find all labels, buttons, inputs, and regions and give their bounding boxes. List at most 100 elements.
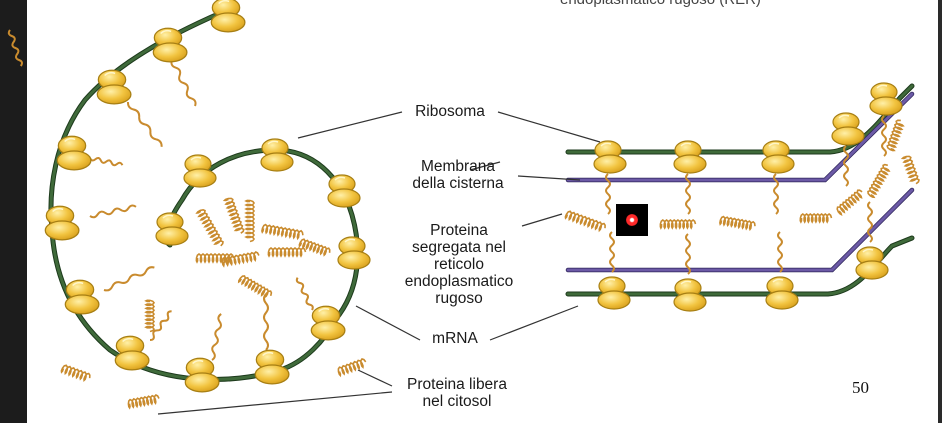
free-protein-tail-6 bbox=[149, 310, 172, 341]
ribosome-spiral-1-small-subunit bbox=[152, 42, 188, 63]
label-segregata-line-4: endoplasmatico bbox=[404, 273, 514, 290]
ribosome-spiral-8-highlight bbox=[262, 351, 274, 357]
lumen-protein-coil-1 bbox=[659, 218, 697, 230]
ribosome-spiral-5-highlight bbox=[72, 281, 84, 287]
label-segregata-line-3: reticolo bbox=[434, 256, 484, 273]
free-protein-tail-9 bbox=[295, 277, 314, 311]
mrna-large-spiral-outline bbox=[48, 5, 338, 382]
lumen-protein-coil-2 bbox=[719, 215, 756, 232]
ribosome-spiral-2-highlight bbox=[104, 71, 116, 77]
ribosome-spiral-6-small-subunit bbox=[114, 350, 150, 371]
ribosome-spiral-1-highlight bbox=[160, 29, 172, 35]
ribosome-inner-1-highlight bbox=[334, 176, 346, 181]
lumen-protein-coil-6 bbox=[886, 119, 905, 152]
free-protein-tail-7 bbox=[211, 313, 222, 361]
free-protein-tail-8 bbox=[263, 293, 269, 351]
ribosome-inner-4-highlight bbox=[162, 214, 174, 219]
label-ribosoma-text: Ribosoma bbox=[415, 103, 485, 120]
ribosome-er-lower-0-small-subunit bbox=[597, 290, 631, 310]
ribosome-inner-2-highlight bbox=[267, 140, 279, 145]
ribosome-spiral-4-highlight bbox=[52, 207, 64, 213]
ribosome-spiral-0 bbox=[210, 0, 246, 33]
ribosome-spiral-3-small-subunit bbox=[56, 150, 92, 171]
label-proteina-libera: Proteina libera nel citosol bbox=[392, 376, 522, 410]
free-protein-tail-4 bbox=[89, 204, 137, 219]
ribosome-spiral-0-highlight bbox=[218, 0, 230, 5]
inner-protein-coil-2 bbox=[244, 199, 255, 243]
free-protein-tail-2 bbox=[126, 101, 163, 147]
protein-chains bbox=[7, 29, 920, 410]
leader-libera-lower bbox=[157, 391, 393, 415]
cistern-membranes bbox=[565, 91, 915, 273]
ribosome-inner-0-highlight bbox=[344, 238, 356, 243]
ribosome-spiral-9 bbox=[310, 305, 346, 341]
ribosome-er-upper-0-small-subunit bbox=[593, 154, 627, 174]
inner-protein-coil-0 bbox=[195, 208, 224, 247]
leader-mrna-right bbox=[489, 305, 579, 341]
ribosome-spiral-6-highlight bbox=[122, 337, 134, 343]
leader-membrana-left bbox=[469, 161, 501, 171]
free-protein-tail-3 bbox=[89, 156, 124, 167]
ribosome-er-lower-0-highlight bbox=[604, 278, 616, 283]
ribosome-spiral-3 bbox=[56, 135, 92, 171]
ribosome-inner-4 bbox=[155, 212, 189, 246]
ribosome-spiral-2-small-subunit bbox=[96, 84, 132, 105]
right-window-edge bbox=[938, 0, 942, 423]
free-protein-tail-5 bbox=[103, 266, 155, 292]
ribosome-er-upper-0-highlight bbox=[600, 142, 612, 147]
ribosome-er-lower-2-highlight bbox=[772, 278, 784, 283]
ribosome-spiral-8 bbox=[254, 349, 290, 385]
leader-ribosoma-right bbox=[497, 111, 601, 143]
cytosol-protein-coil-1 bbox=[127, 394, 160, 410]
ribosome-inner-2 bbox=[260, 138, 294, 172]
leader-ribosoma-left bbox=[297, 111, 403, 139]
ribosome-spiral-2 bbox=[96, 69, 132, 105]
inner-protein-coil-9 bbox=[298, 238, 331, 257]
ribosome-inner-3-small-subunit bbox=[183, 168, 217, 188]
inner-protein-coil-4 bbox=[267, 247, 307, 258]
ribosome-inner-3 bbox=[183, 154, 217, 188]
ribosome-er-lower-3-small-subunit bbox=[855, 260, 889, 280]
cytosol-protein-coil-2 bbox=[337, 358, 367, 378]
cut-off-title: endoplasmatico rugoso (RER) bbox=[560, 0, 761, 8]
ribosome-er-upper-2-small-subunit bbox=[761, 154, 795, 174]
free-protein-tail-0 bbox=[7, 29, 23, 67]
cytosol-protein-coil-0 bbox=[60, 364, 91, 382]
er-lower-tail-3 bbox=[867, 201, 873, 243]
label-proteina-segregata: Proteina segregata nel reticolo endoplas… bbox=[386, 222, 532, 307]
ribosome-inner-0 bbox=[337, 236, 371, 270]
label-mrna-text: mRNA bbox=[432, 330, 478, 347]
lumen-protein-coil-4 bbox=[836, 189, 863, 216]
ribosome-er-lower-3-highlight bbox=[862, 248, 874, 253]
er-upper-tail-2 bbox=[773, 173, 779, 215]
ribosome-er-upper-1-highlight bbox=[680, 142, 692, 147]
ribosome-spiral-7-highlight bbox=[192, 359, 204, 365]
ribosome-er-upper-2-highlight bbox=[768, 142, 780, 147]
ribosome-er-lower-0 bbox=[597, 276, 631, 310]
leader-membrana-right bbox=[517, 175, 581, 181]
er-upper-tail-3 bbox=[843, 145, 849, 187]
lumen-protein-coil-7 bbox=[900, 155, 920, 185]
ribosome-spiral-7 bbox=[184, 357, 220, 393]
inner-protein-coil-6 bbox=[237, 275, 273, 299]
ribosome-er-upper-4-highlight bbox=[876, 84, 888, 89]
ribosome-er-upper-4-small-subunit bbox=[869, 96, 903, 116]
ribosome-inner-1-small-subunit bbox=[327, 188, 361, 208]
ribosome-spiral-3-highlight bbox=[64, 137, 76, 143]
er-lower-tail-2 bbox=[777, 231, 783, 273]
inner-protein-coil-1 bbox=[222, 197, 245, 234]
label-libera-line-2: nel citosol bbox=[422, 393, 492, 410]
er-upper-tail-4 bbox=[881, 115, 887, 157]
er-upper-tail-0 bbox=[605, 173, 611, 215]
mrna-large-spiral bbox=[49, 6, 337, 381]
ribosome-inner-3-highlight bbox=[190, 156, 202, 161]
lumen-protein-coil-5 bbox=[867, 163, 891, 199]
ribosome-spiral-8-small-subunit bbox=[254, 364, 290, 385]
lumen-protein-coil-3 bbox=[799, 212, 833, 224]
leader-segregata bbox=[521, 213, 563, 227]
pointer-cursor-icon bbox=[616, 204, 648, 236]
ribosome-er-lower-1-highlight bbox=[680, 280, 692, 285]
lumen-protein-coil-0 bbox=[564, 210, 606, 233]
